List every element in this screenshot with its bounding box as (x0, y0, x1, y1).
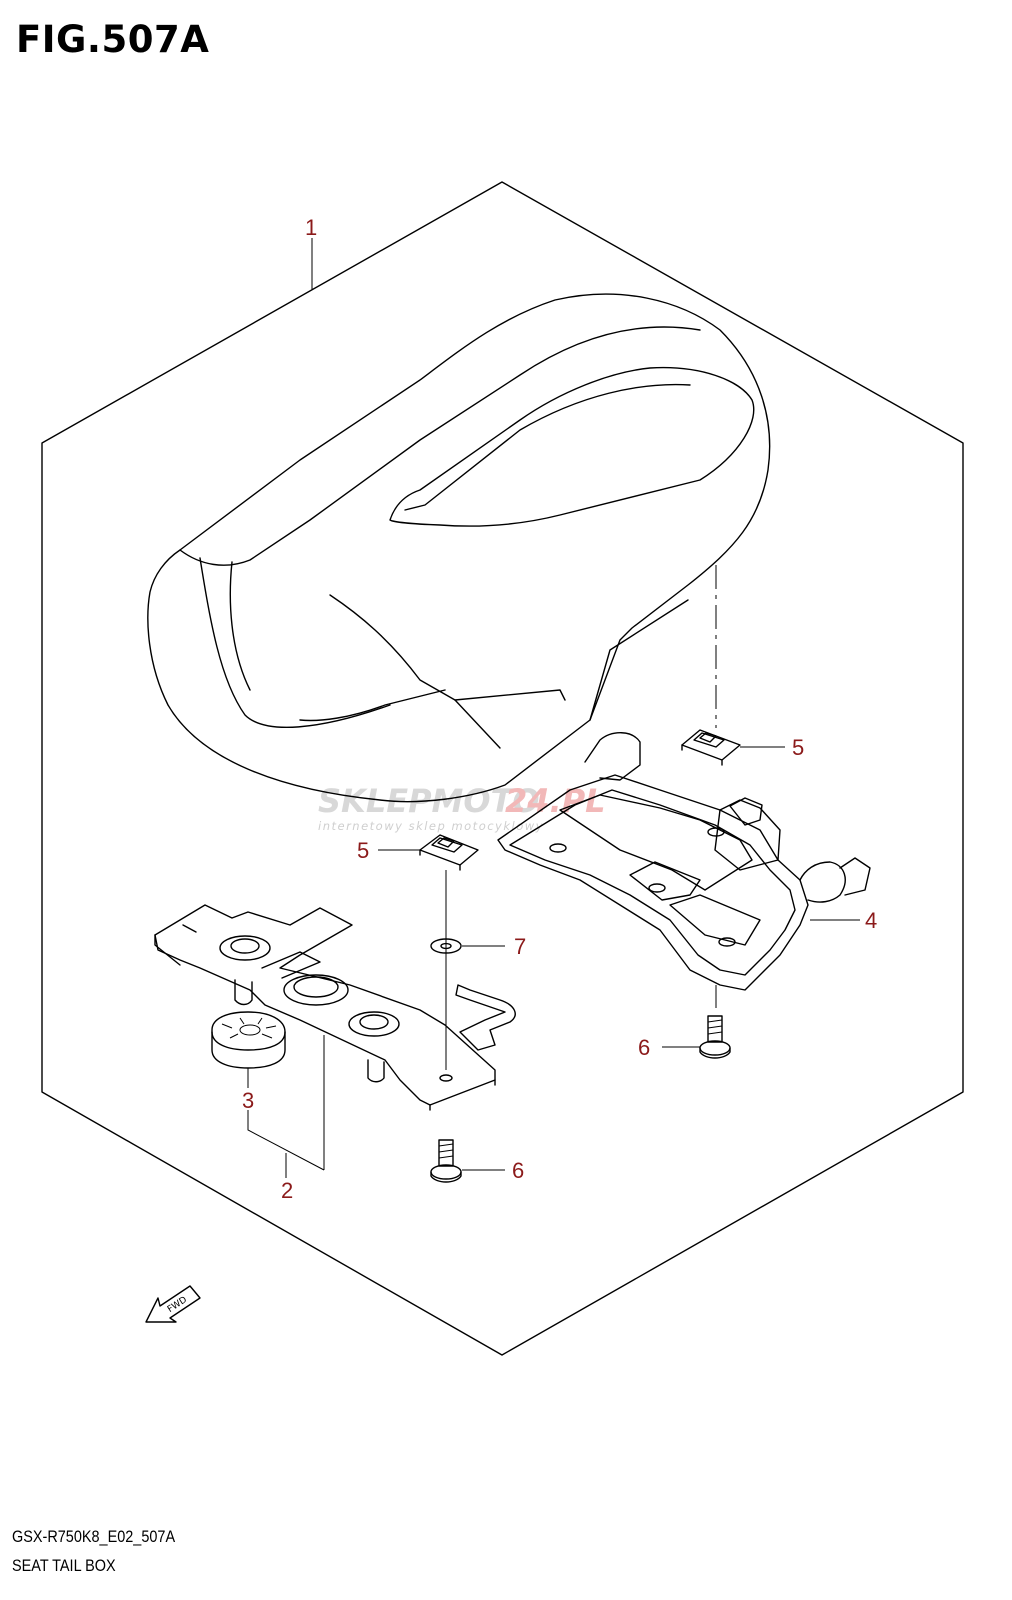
figure-name: SEAT TAIL BOX (12, 1556, 116, 1575)
part-speed-nut-left (419, 834, 479, 871)
watermark-tagline: internetowy sklep motocyklowy (318, 819, 544, 833)
part-tail-box-tray (497, 732, 871, 991)
fwd-arrow-icon: FWD (145, 1285, 201, 1323)
part-washer (430, 938, 462, 954)
part-bracket (154, 904, 516, 1111)
hexagon-frame (41, 181, 964, 1356)
leader-2b (247, 1110, 325, 1171)
fwd-label: FWD (166, 1295, 189, 1315)
callout-6-left: 6 (512, 1158, 524, 1183)
callout-2: 2 (281, 1178, 293, 1203)
part-rubber-cushion (211, 1011, 286, 1069)
callout-5-left: 5 (357, 838, 369, 863)
watermark: SKLEPMOTO 24.PL internetowy sklep motocy… (318, 782, 606, 833)
callout-5-right: 5 (792, 735, 804, 760)
callout-1: 1 (305, 215, 317, 240)
callout-6-right: 6 (638, 1035, 650, 1060)
part-seat-tail-cover (147, 293, 771, 803)
model-code: GSX-R750K8_E02_507A (12, 1527, 176, 1546)
callout-3: 3 (242, 1088, 254, 1113)
part-screw-right (699, 1015, 731, 1059)
figure-title: FIG.507A (16, 18, 210, 61)
callout-4: 4 (865, 908, 877, 933)
callout-7: 7 (514, 934, 526, 959)
part-screw-left (430, 1139, 462, 1183)
part-speed-nut-right (681, 729, 741, 766)
